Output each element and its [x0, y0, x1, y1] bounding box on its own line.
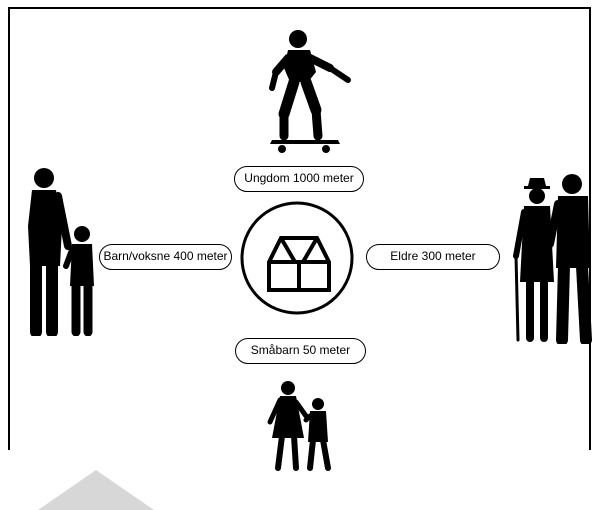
two-children-icon: [267, 381, 331, 471]
decorative-shadow: [38, 470, 154, 510]
house-icon: [240, 201, 354, 315]
label-small-children: Småbarn 50 meter: [235, 338, 366, 364]
label-children-adults: Barn/voksne 400 meter: [99, 244, 232, 270]
skateboarder-icon: [269, 30, 351, 153]
label-youth: Ungdom 1000 meter: [234, 166, 364, 192]
label-elderly: Eldre 300 meter: [366, 244, 500, 270]
elderly-couple-icon: [513, 174, 592, 344]
diagram-frame: [8, 7, 591, 450]
adult-with-child-icon: [28, 168, 94, 336]
